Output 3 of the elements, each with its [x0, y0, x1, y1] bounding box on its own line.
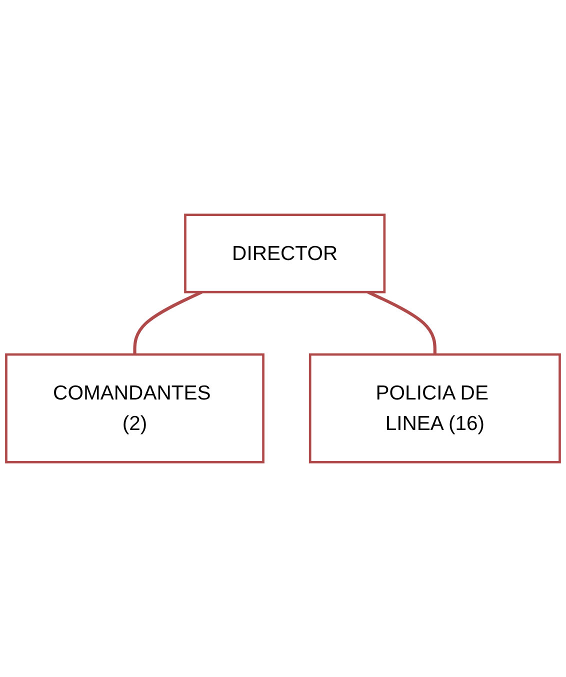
node-box: POLICIA DE LINEA (16) — [308, 353, 561, 464]
node-box: DIRECTOR — [184, 214, 386, 294]
node-box: COMANDANTES (2) — [5, 353, 264, 464]
